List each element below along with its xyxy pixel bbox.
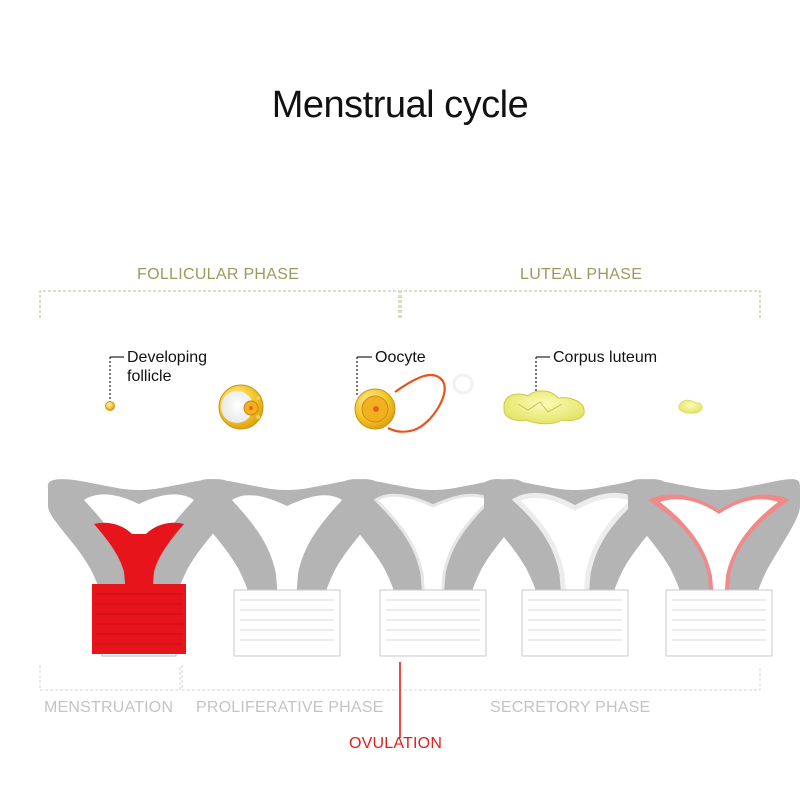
uterus-proliferative-2 xyxy=(341,479,525,657)
bottom-brackets xyxy=(39,665,761,691)
oocyte-label: Oocyte xyxy=(375,349,426,366)
luteal-phase-label: LUTEAL PHASE xyxy=(520,266,643,283)
follicular-phase-label: FOLLICULAR PHASE xyxy=(137,266,300,283)
developing-follicle-line2: follicle xyxy=(127,368,172,385)
watermark xyxy=(452,373,474,395)
diagram-title: Menstrual cycle xyxy=(271,84,529,126)
menstruation-label: MENSTRUATION xyxy=(44,699,174,716)
luteal-bracket xyxy=(400,290,761,318)
follicular-bracket xyxy=(39,290,400,318)
developing-follicle-line1: Developing xyxy=(127,349,208,366)
secretory-phase-label: SECRETORY PHASE xyxy=(490,699,651,716)
uterus-secretory-2 xyxy=(627,479,800,657)
antral-follicle xyxy=(218,384,264,430)
uterus-proliferative-1 xyxy=(195,479,379,657)
ovulating-oocyte xyxy=(354,356,446,433)
proliferative-phase-label: PROLIFERATIVE PHASE xyxy=(196,699,384,716)
corpus-luteum-label: Corpus luteum xyxy=(553,349,658,366)
developing-follicle-label: Developing follicle xyxy=(127,348,207,386)
uterus-menstruation xyxy=(47,479,231,657)
ovulation-label: OVULATION xyxy=(349,735,443,752)
corpus-luteum-large xyxy=(503,356,585,425)
developing-follicle-small xyxy=(105,356,124,411)
corpus-albicans xyxy=(678,399,703,414)
uterus-secretory-1 xyxy=(483,479,667,657)
